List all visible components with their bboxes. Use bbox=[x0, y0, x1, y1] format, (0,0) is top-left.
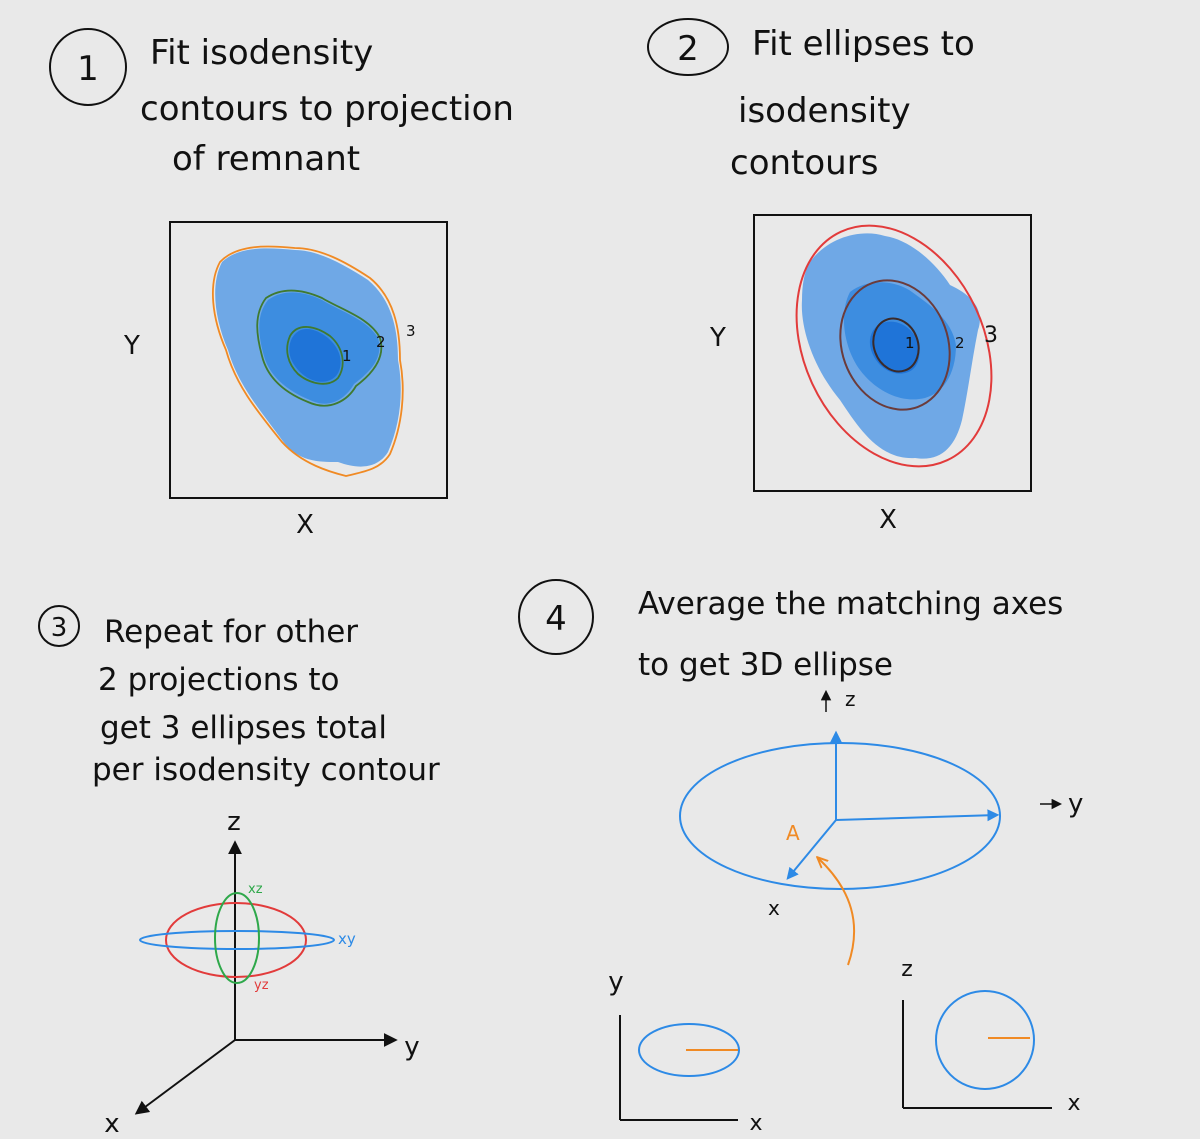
step-1-circle bbox=[49, 28, 127, 106]
panel-4-x-arrow bbox=[786, 819, 837, 880]
step-2: 2 Fit ellipses to isodensity contours bbox=[647, 18, 975, 183]
step-3-line-4: per isodensity contour bbox=[92, 752, 440, 788]
panel-2-contour-label-1: 1 bbox=[905, 334, 915, 352]
panel-3-yz-ellipse bbox=[165, 902, 307, 978]
panel-3-xz-label: xz bbox=[248, 882, 263, 897]
panel-4-left-ylabel: y bbox=[608, 967, 623, 997]
step-4: 4 Average the matching axes to get 3D el… bbox=[518, 579, 1063, 683]
panel-1-frame bbox=[169, 221, 448, 499]
panel-2-fit-ellipse-3 bbox=[795, 224, 993, 468]
panel-1-contour-green-1 bbox=[286, 326, 344, 385]
step-3-number: 3 bbox=[51, 613, 68, 643]
panel-3-projection-axes: z y x xz xy yz bbox=[104, 807, 419, 1139]
panel-1-xlabel: X bbox=[296, 510, 314, 540]
panel-2-frame bbox=[753, 214, 1032, 492]
panel-4-right-circle bbox=[935, 990, 1035, 1090]
panel-2-contour-label-3: 3 bbox=[984, 323, 998, 348]
step-2-number: 2 bbox=[677, 29, 699, 69]
panel-4-y-label: y bbox=[1068, 789, 1083, 819]
panel-4-orange-pointer bbox=[818, 858, 855, 966]
step-2-line-2: isodensity bbox=[738, 91, 911, 131]
panel-2-fit-ellipse-1 bbox=[872, 317, 920, 373]
panel-3-xz-ellipse bbox=[214, 892, 260, 984]
panel-1-contour-label-1: 1 bbox=[342, 347, 352, 365]
panel-2-density-inner bbox=[869, 321, 920, 374]
step-4-number: 4 bbox=[545, 599, 567, 639]
step-1-line-2: contours to projection bbox=[140, 89, 514, 129]
panel-2-contour-label-2: 2 bbox=[955, 334, 965, 352]
panel-4-left-xlabel: x bbox=[749, 1111, 762, 1136]
panel-1-density-inner bbox=[289, 328, 341, 382]
panel-2-xlabel: X bbox=[879, 505, 897, 535]
panel-4-z-label: z bbox=[845, 687, 856, 711]
panel-3-z-label: z bbox=[227, 807, 241, 837]
panel-4-ellipse bbox=[679, 742, 1001, 890]
step-2-circle bbox=[647, 18, 729, 76]
panel-4-right-plot: z x bbox=[901, 957, 1080, 1116]
panel-2-fit-ellipse-2 bbox=[839, 279, 951, 411]
panel-1-ylabel: Y bbox=[123, 331, 140, 361]
panel-3-x-axis bbox=[134, 1039, 236, 1115]
panel-4-right-xlabel: x bbox=[1067, 1091, 1080, 1116]
panel-1-contour-label-2: 2 bbox=[376, 333, 386, 351]
panel-3-xy-ellipse bbox=[139, 930, 335, 950]
panel-4-y-arrow bbox=[835, 809, 1000, 822]
step-3-line-3: get 3 ellipses total bbox=[100, 710, 387, 746]
step-4-line-1: Average the matching axes bbox=[638, 586, 1063, 622]
step-1-line-1: Fit isodensity bbox=[150, 33, 373, 73]
panel-1-contour-label-3: 3 bbox=[406, 322, 416, 340]
panel-3-yz-label: yz bbox=[254, 978, 269, 993]
panel-4-left-plot: y x bbox=[608, 967, 762, 1136]
panel-4-right-zlabel: z bbox=[901, 957, 913, 982]
step-3-line-2: 2 projections to bbox=[98, 662, 340, 698]
panel-3-xy-label: xy bbox=[338, 930, 356, 948]
step-1-number: 1 bbox=[77, 49, 99, 89]
panel-4-3d-ellipse: z y x A bbox=[679, 687, 1083, 966]
panel-4-left-ellipse bbox=[638, 1023, 740, 1077]
step-2-line-1: Fit ellipses to bbox=[752, 24, 975, 64]
step-2-line-3: contours bbox=[730, 143, 878, 183]
panel-4-marker-a: A bbox=[786, 821, 800, 845]
panel-3-y-label: y bbox=[404, 1032, 419, 1062]
panel-1-contour-green-2 bbox=[256, 289, 383, 407]
step-1-line-3: of remnant bbox=[172, 139, 360, 179]
step-3: 3 Repeat for other 2 projections to get … bbox=[38, 605, 440, 788]
step-3-line-1: Repeat for other bbox=[104, 614, 358, 650]
panel-2-ellipse-fit: 1 2 3 Y X bbox=[709, 214, 1032, 535]
panel-1-contour-plot: 1 2 3 Y X bbox=[123, 221, 448, 540]
step-4-circle bbox=[518, 579, 594, 655]
panel-2-ylabel: Y bbox=[709, 323, 726, 353]
step-4-line-2: to get 3D ellipse bbox=[638, 647, 893, 683]
step-1: 1 Fit isodensity contours to projection … bbox=[49, 28, 514, 179]
step-3-circle bbox=[38, 605, 80, 647]
panel-1-contour-orange bbox=[211, 245, 404, 477]
panel-3-x-label: x bbox=[104, 1109, 119, 1139]
panel-4-x-label: x bbox=[768, 896, 780, 920]
